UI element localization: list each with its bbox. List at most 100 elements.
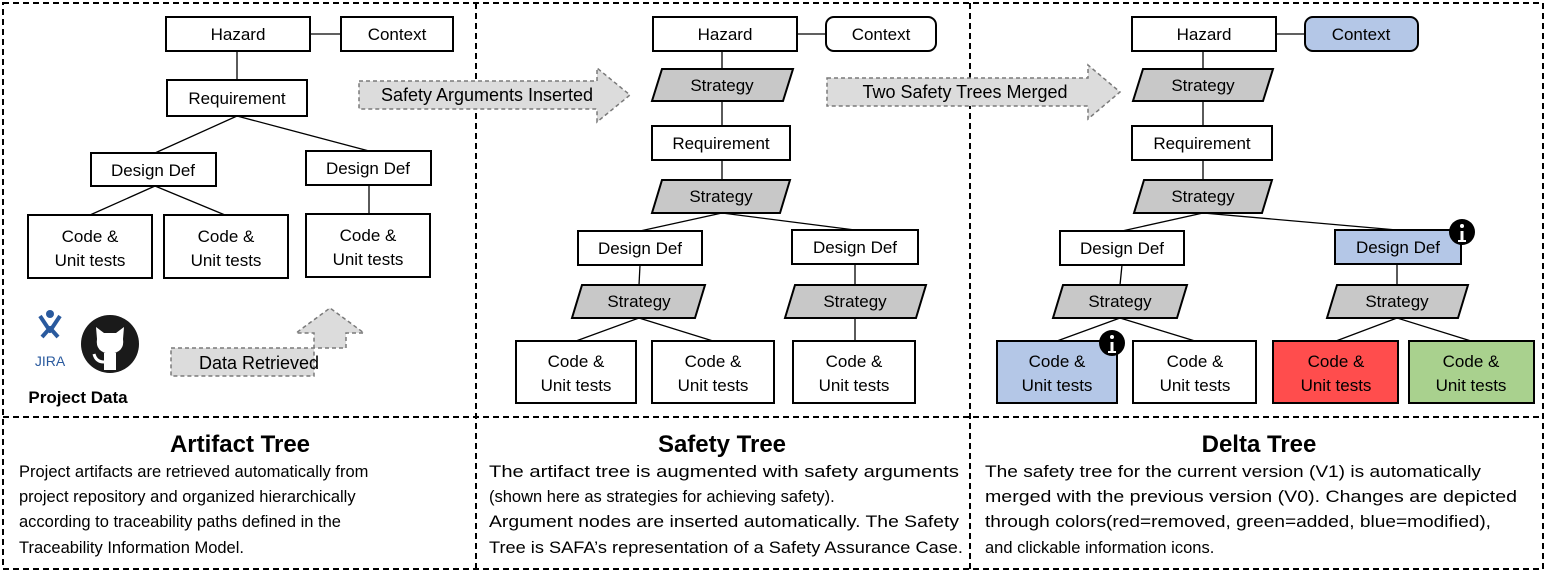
project-data-label: Project Data [28, 388, 128, 407]
delta-code-node: Code & Unit tests [1132, 340, 1257, 404]
artifact-code-node: Code & Unit tests [163, 214, 289, 279]
svg-text:Strategy: Strategy [1365, 292, 1429, 311]
arrow-retrieved-label: Data Retrieved [199, 353, 319, 373]
safety-tree: Hazard Context Strategy Requirement Stra… [515, 16, 937, 404]
safety-code-node: Code & Unit tests [651, 340, 775, 404]
svg-text:Unit tests: Unit tests [55, 251, 126, 270]
svg-text:Hazard: Hazard [698, 25, 753, 44]
svg-text:Unit tests: Unit tests [1301, 376, 1372, 395]
svg-text:Context: Context [368, 25, 427, 44]
safety-strategy-node: Strategy [570, 284, 707, 319]
artifact-design-def-node: Design Def [90, 152, 217, 187]
svg-text:Strategy: Strategy [607, 292, 671, 311]
safety-strategy-node: Strategy [650, 179, 792, 214]
delta-strategy-node: Strategy [1132, 179, 1274, 214]
github-icon [81, 315, 139, 373]
svg-text:Unit tests: Unit tests [819, 376, 890, 395]
delta-context-node-modified[interactable]: Context [1304, 16, 1419, 52]
svg-text:Unit tests: Unit tests [678, 376, 749, 395]
safety-strategy-node: Strategy [650, 68, 795, 102]
safety-tree-edges [575, 33, 856, 342]
delta-strategy-node: Strategy [1051, 284, 1189, 319]
caption-delta-tree: Delta Tree The safety tree for the curre… [985, 431, 1517, 557]
svg-text:Design Def: Design Def [813, 238, 897, 257]
svg-text:Code &: Code & [1443, 352, 1500, 371]
caption-line: The artifact tree is augmented with safe… [489, 463, 959, 481]
artifact-context-node: Context [340, 16, 454, 52]
safety-design-def-node: Design Def [791, 229, 919, 265]
artifact-code-node: Code & Unit tests [27, 214, 153, 279]
svg-text:Unit tests: Unit tests [191, 251, 262, 270]
caption-line: Project artifacts are retrieved automati… [19, 463, 368, 481]
svg-text:Unit tests: Unit tests [1160, 376, 1231, 395]
svg-text:Strategy: Strategy [690, 76, 754, 95]
safety-requirement-node: Requirement [651, 125, 791, 161]
svg-text:Code &: Code & [1167, 352, 1224, 371]
svg-text:Strategy: Strategy [823, 292, 887, 311]
delta-strategy-node: Strategy [1325, 284, 1470, 319]
svg-text:Hazard: Hazard [211, 25, 266, 44]
svg-text:Strategy: Strategy [1088, 292, 1152, 311]
delta-design-def-node-modified[interactable]: Design Def [1334, 229, 1462, 265]
caption-line: and clickable information icons. [985, 539, 1214, 557]
caption-title: Delta Tree [1202, 431, 1317, 458]
delta-requirement-node: Requirement [1131, 125, 1273, 161]
svg-text:Code &: Code & [62, 227, 119, 246]
svg-text:Code &: Code & [1308, 352, 1365, 371]
delta-strategy-node: Strategy [1131, 68, 1275, 102]
delta-hazard-node: Hazard [1131, 16, 1277, 52]
svg-text:Code &: Code & [1029, 352, 1086, 371]
info-icon[interactable] [1099, 330, 1125, 356]
artifact-hazard-node: Hazard [165, 16, 311, 52]
caption-line: The safety tree for the current version … [985, 463, 1482, 481]
delta-code-node-added[interactable]: Code & Unit tests [1408, 340, 1535, 404]
svg-text:Hazard: Hazard [1177, 25, 1232, 44]
artifact-code-node: Code & Unit tests [305, 213, 431, 278]
delta-tree-edges [1056, 33, 1472, 342]
svg-text:Code &: Code & [826, 352, 883, 371]
svg-text:Context: Context [852, 25, 911, 44]
caption-line: merged with the previous version (V0). C… [985, 488, 1517, 506]
delta-design-def-node: Design Def [1059, 230, 1185, 266]
caption-line: Traceability Information Model. [19, 539, 244, 557]
svg-text:Code &: Code & [685, 352, 742, 371]
svg-text:Requirement: Requirement [188, 89, 286, 108]
caption-line: (shown here as strategies for achieving … [489, 488, 835, 506]
safety-code-node: Code & Unit tests [792, 340, 916, 404]
svg-text:Unit tests: Unit tests [1436, 376, 1507, 395]
caption-line: according to traceability paths defined … [19, 513, 341, 531]
caption-line: project repository and organized hierarc… [19, 488, 356, 506]
arrow-retrieved: Data Retrieved [170, 307, 367, 377]
delta-code-node-removed[interactable]: Code & Unit tests [1272, 340, 1399, 404]
arrow-inserted: Safety Arguments Inserted [358, 66, 632, 124]
svg-text:JIRA: JIRA [35, 353, 66, 369]
info-icon[interactable] [1449, 219, 1475, 245]
svg-text:Design Def: Design Def [111, 161, 195, 180]
svg-text:Code &: Code & [340, 226, 397, 245]
arrow-inserted-label: Safety Arguments Inserted [381, 85, 593, 105]
svg-text:Design Def: Design Def [598, 239, 682, 258]
caption-artifact-tree: Artifact Tree Project artifacts are retr… [19, 431, 368, 557]
arrow-merged: Two Safety Trees Merged [826, 63, 1122, 121]
svg-text:Design Def: Design Def [1080, 239, 1164, 258]
svg-text:Design Def: Design Def [1356, 238, 1440, 257]
caption-safety-tree: Safety Tree The artifact tree is augment… [489, 431, 963, 557]
svg-text:Context: Context [1332, 25, 1391, 44]
caption-title: Safety Tree [658, 431, 786, 458]
artifact-tree-edges [89, 33, 370, 216]
safety-design-def-node: Design Def [577, 230, 703, 266]
svg-text:Code &: Code & [198, 227, 255, 246]
artifact-design-def-node: Design Def [305, 150, 432, 186]
delta-code-node-modified[interactable]: Code & Unit tests [996, 340, 1118, 404]
safety-code-node: Code & Unit tests [515, 340, 637, 404]
safety-hazard-node: Hazard [652, 16, 798, 52]
svg-text:Strategy: Strategy [689, 187, 753, 206]
svg-text:Strategy: Strategy [1171, 76, 1235, 95]
svg-text:Strategy: Strategy [1171, 187, 1235, 206]
safety-strategy-node: Strategy [783, 284, 928, 319]
svg-text:Requirement: Requirement [672, 134, 770, 153]
caption-line: Tree is SAFA’s representation of a Safet… [489, 539, 963, 557]
safety-context-node: Context [825, 16, 937, 52]
